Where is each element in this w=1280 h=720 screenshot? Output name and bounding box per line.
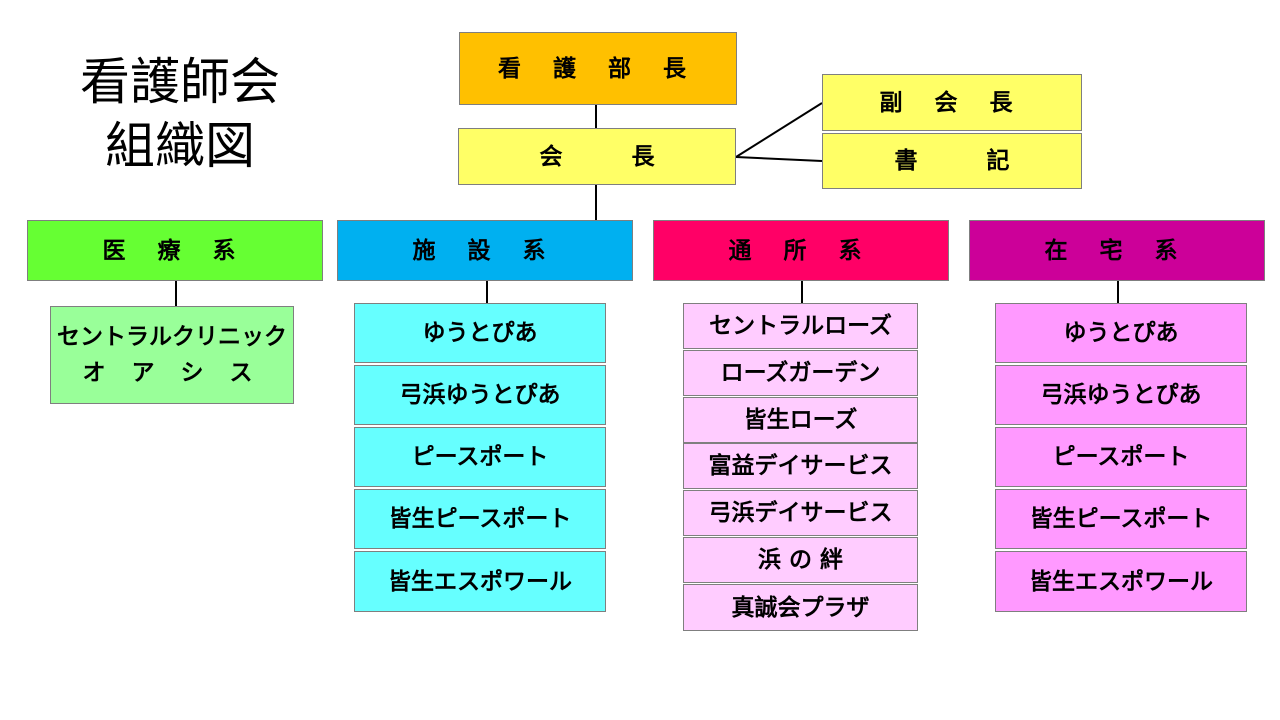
secretary-box: 書 記 bbox=[822, 133, 1082, 189]
category-medical: 医 療 系 bbox=[27, 220, 323, 281]
president-label: 会 長 bbox=[539, 143, 655, 170]
item-label: 皆生ピースポート bbox=[1029, 506, 1213, 532]
item-label: ローズガーデン bbox=[720, 360, 881, 386]
item-label: 弓浜ゆうとぴあ bbox=[1040, 382, 1202, 408]
daycare-item: 皆生ローズ bbox=[683, 397, 918, 443]
facility-item: 弓浜ゆうとぴあ bbox=[354, 365, 606, 425]
daycare-item: 真誠会プラザ bbox=[683, 584, 918, 631]
item-label: ピースポート bbox=[411, 444, 549, 470]
item-label: 皆生エスポワール bbox=[1029, 568, 1213, 595]
director-box: 看 護 部 長 bbox=[459, 32, 737, 105]
title-line-1: 看護師会 bbox=[80, 53, 280, 111]
line-president-secretary bbox=[735, 156, 823, 162]
medical-item: セントラルクリニック オ ア シ ス bbox=[50, 306, 294, 404]
secretary-label: 書 記 bbox=[894, 148, 1010, 174]
item-label: 皆生ローズ bbox=[743, 407, 858, 433]
item-label: ゆうとぴあ bbox=[422, 320, 538, 346]
facility-item: 皆生ピースポート bbox=[354, 489, 606, 549]
vice-president-label: 副 会 長 bbox=[879, 89, 1025, 116]
daycare-item: ローズガーデン bbox=[683, 350, 918, 396]
daycare-item: セントラルローズ bbox=[683, 303, 918, 349]
item-label: 真誠会プラザ bbox=[731, 594, 870, 621]
item-label: 浜 の 絆 bbox=[757, 547, 843, 573]
category-label: 医 療 系 bbox=[102, 237, 248, 264]
vice-president-box: 副 会 長 bbox=[822, 74, 1082, 131]
item-line: オ ア シ ス bbox=[82, 360, 262, 386]
director-label: 看 護 部 長 bbox=[497, 55, 699, 82]
daycare-item: 弓浜デイサービス bbox=[683, 490, 918, 536]
title-line-2: 組織図 bbox=[105, 117, 255, 175]
category-daycare: 通 所 系 bbox=[653, 220, 949, 281]
president-box: 会 長 bbox=[458, 128, 736, 185]
item-label: ピースポート bbox=[1052, 444, 1190, 470]
home-item: 弓浜ゆうとぴあ bbox=[995, 365, 1247, 425]
category-label: 通 所 系 bbox=[728, 237, 874, 264]
category-label: 施 設 系 bbox=[412, 237, 558, 264]
daycare-item: 富益デイサービス bbox=[683, 443, 918, 489]
facility-item: ピースポート bbox=[354, 427, 606, 487]
item-label: 弓浜ゆうとぴあ bbox=[399, 382, 561, 408]
category-facility: 施 設 系 bbox=[337, 220, 633, 281]
chart-title: 看護師会 組織図 bbox=[40, 50, 320, 178]
item-label: 富益デイサービス bbox=[708, 453, 893, 479]
item-label: 皆生ピースポート bbox=[388, 506, 572, 532]
item-label: ゆうとぴあ bbox=[1063, 320, 1179, 346]
daycare-item: 浜 の 絆 bbox=[683, 537, 918, 583]
category-label: 在 宅 系 bbox=[1044, 237, 1190, 264]
item-label: 皆生エスポワール bbox=[388, 568, 572, 595]
line-president-vice bbox=[735, 102, 823, 158]
facility-item: ゆうとぴあ bbox=[354, 303, 606, 363]
category-home: 在 宅 系 bbox=[969, 220, 1265, 281]
facility-item: 皆生エスポワール bbox=[354, 551, 606, 612]
item-label: セントラルローズ bbox=[709, 313, 892, 339]
home-item: ピースポート bbox=[995, 427, 1247, 487]
home-item: 皆生エスポワール bbox=[995, 551, 1247, 612]
home-item: 皆生ピースポート bbox=[995, 489, 1247, 549]
item-label: 弓浜デイサービス bbox=[708, 500, 893, 526]
item-line: セントラルクリニック bbox=[57, 324, 287, 350]
home-item: ゆうとぴあ bbox=[995, 303, 1247, 363]
